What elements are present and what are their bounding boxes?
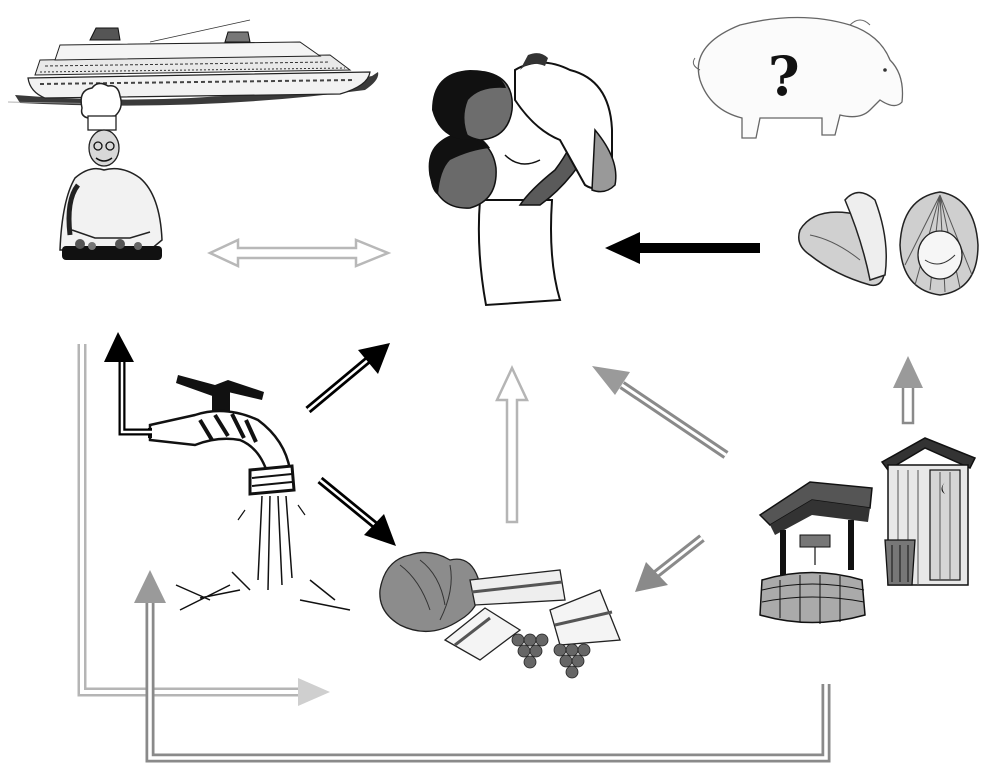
- faucet-to-parent-arrow: [305, 343, 390, 414]
- outhouse-to-shellfish-arrow: [893, 356, 923, 425]
- water-faucet-icon: [148, 375, 351, 611]
- outhouse-icon: [880, 437, 977, 586]
- cruise-ship-icon: [7, 19, 379, 106]
- shellfish-icon: [798, 191, 979, 296]
- parent-and-child-icon: [428, 53, 617, 307]
- pig-icon: ?: [692, 16, 904, 139]
- well-to-food-arrow: [635, 534, 705, 592]
- chef-parent-double-arrow: [207, 238, 392, 268]
- food-to-parent-arrow: [495, 365, 529, 524]
- shellfish-to-parent-arrow: [605, 232, 760, 264]
- pig-question-mark: ?: [768, 44, 800, 108]
- well-to-ground-arrow: [134, 570, 831, 763]
- well-to-parent-arrow: [592, 366, 729, 459]
- chef-to-food-arrow: [77, 344, 330, 706]
- food-platter-icon: [379, 551, 621, 679]
- faucet-to-food-arrow: [317, 476, 396, 546]
- chef-icon: [59, 82, 163, 260]
- water-well-icon: [758, 481, 873, 624]
- faucet-to-chef-arrow: [104, 332, 152, 436]
